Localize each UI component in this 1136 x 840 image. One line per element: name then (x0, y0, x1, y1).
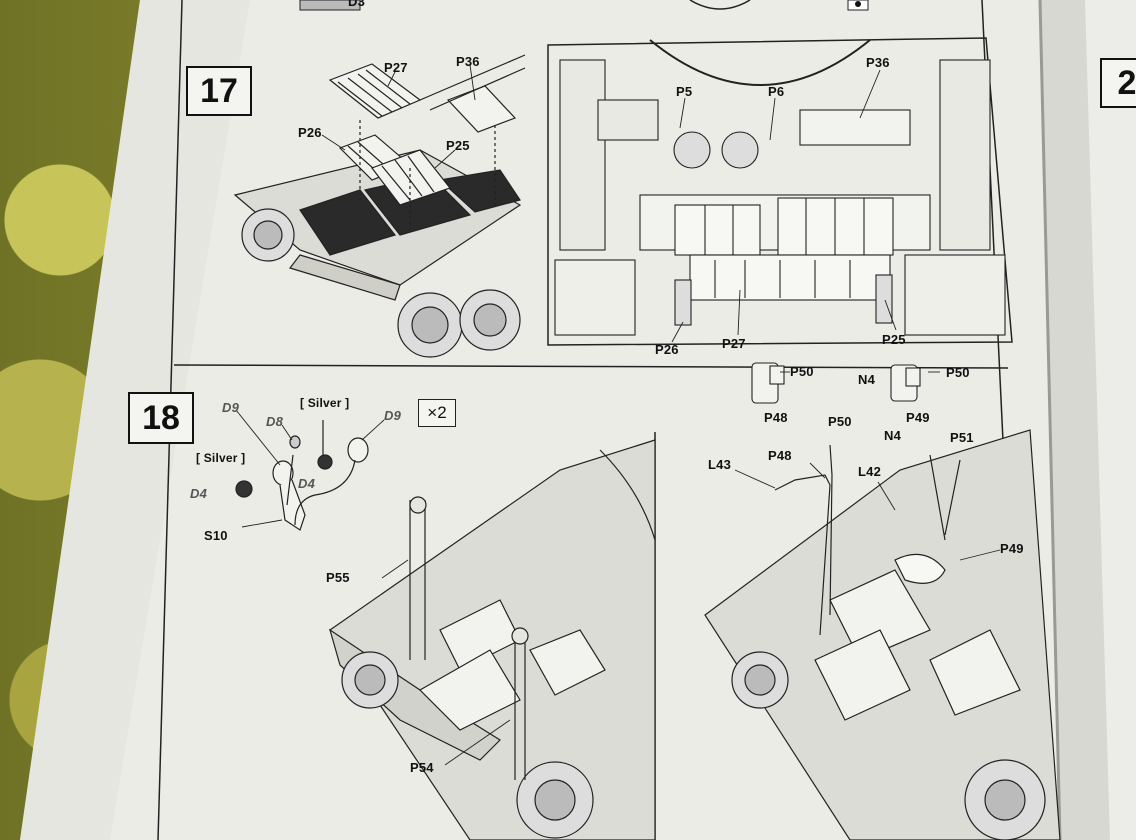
part-label-p26-left: P26 (298, 125, 322, 140)
paint-callout-silver-top: [ Silver ] (300, 396, 350, 410)
part-label-s10: S10 (204, 528, 228, 543)
part-label-p50-detail-a: P50 (790, 364, 814, 379)
step-18-number: 18 (128, 392, 194, 444)
grille-p25 (371, 149, 451, 206)
step17-hull-drawing (233, 54, 526, 358)
part-label-p25-right: P25 (882, 332, 906, 347)
part-label-p50-detail-b: P50 (946, 365, 970, 380)
part-label-p49-right: P49 (1000, 541, 1024, 556)
paint-callout-silver-left: [ Silver ] (196, 451, 246, 465)
part-label-p48-right: P48 (768, 448, 792, 463)
part-label-p6: P6 (768, 84, 785, 99)
part-label-p26-right: P26 (655, 342, 679, 357)
step18-left-hull-drawing (328, 439, 656, 840)
part-label-p27-left: P27 (384, 60, 408, 75)
part-label-p48-detail: P48 (764, 410, 788, 425)
part-label-d4-mid: D4 (298, 476, 316, 491)
part-label-d4-left: D4 (190, 486, 208, 501)
step18-light-guard-detail (751, 362, 921, 404)
step-17-number: 17 (186, 66, 252, 116)
part-label-l43: L43 (708, 457, 732, 472)
part-label-n4-detail: N4 (858, 372, 876, 387)
part-label-d3-partial: D3 (348, 0, 366, 9)
part-label-p36-right: P36 (866, 55, 890, 70)
part-label-d8: D8 (266, 414, 284, 429)
part-label-p54: P54 (410, 760, 434, 775)
next-step-number-partial: 2 (1100, 58, 1136, 108)
part-label-d9-left: D9 (222, 400, 240, 415)
step17-detail-frame (547, 37, 1013, 346)
step-divider (173, 364, 1009, 369)
part-label-d9-right: D9 (384, 408, 402, 423)
part-label-p36-left: P36 (456, 54, 480, 69)
part-label-p51: P51 (950, 430, 974, 445)
part-label-p27-right: P27 (722, 336, 746, 351)
part-label-p55: P55 (326, 570, 350, 585)
part-label-p25-left: P25 (446, 138, 470, 153)
step18-subassembly-drawing (235, 420, 369, 531)
part-label-p50-right: P50 (828, 414, 852, 429)
part-label-n4-right: N4 (884, 428, 902, 443)
part-label-p5: P5 (676, 84, 693, 99)
leader-lines (235, 64, 1001, 766)
part-label-l42: L42 (858, 464, 882, 479)
quantity-multiplier: ×2 (418, 399, 456, 427)
part-label-p49-detail: P49 (906, 410, 930, 425)
step17-top-view-drawing (554, 39, 1006, 336)
step18-right-hull-drawing (704, 429, 1061, 840)
